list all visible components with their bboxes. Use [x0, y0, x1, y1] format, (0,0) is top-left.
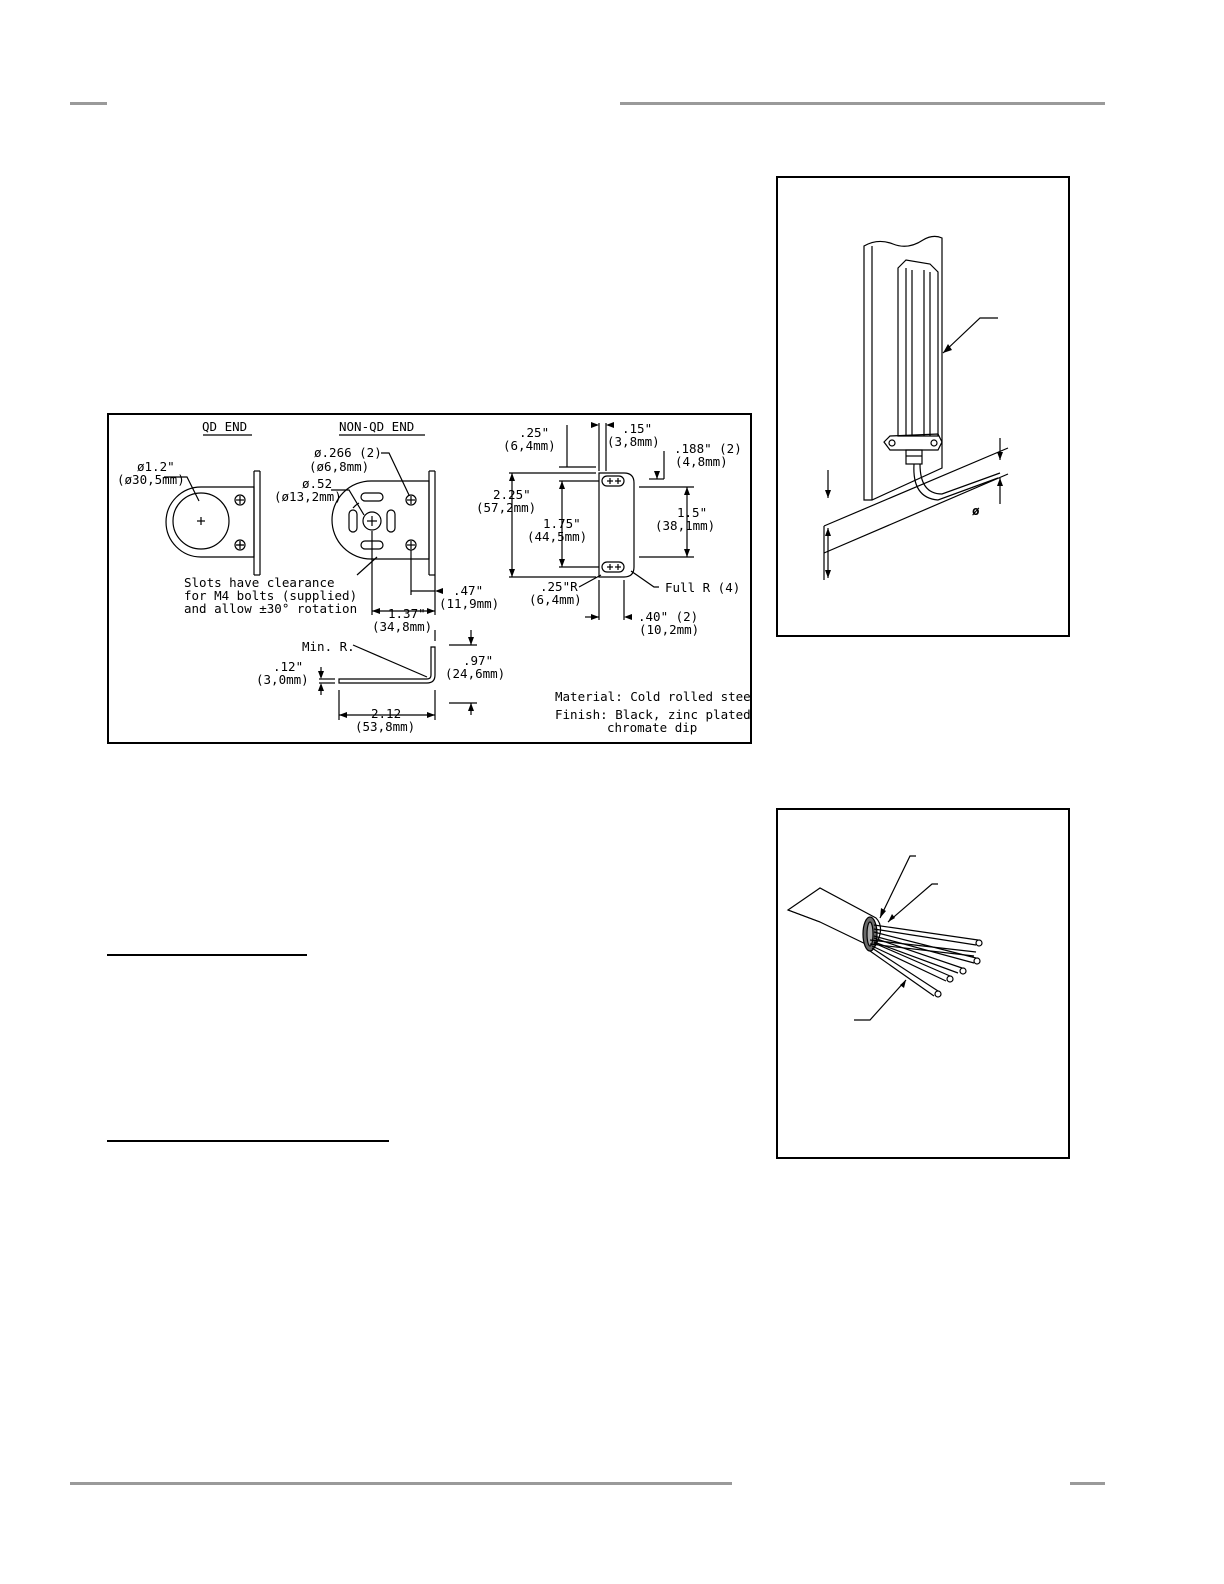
dimension-label: .25"R: [540, 579, 578, 594]
dimension-label: .97": [463, 653, 493, 668]
dimension-label: .15": [622, 421, 652, 436]
dimension-label: (ø30,5mm): [117, 472, 185, 487]
dimension-label: (11,9mm): [439, 596, 499, 611]
section-heading-underline-2: [107, 1140, 389, 1142]
sensor-housing: [897, 259, 939, 437]
section-heading-underline-1: [107, 954, 307, 956]
dimension-label: (38,1mm): [655, 518, 715, 533]
dimension-label: (34,8mm): [372, 619, 432, 634]
dimension-label: Material: Cold rolled steel: [555, 689, 750, 704]
qd-end-outline: [165, 486, 255, 558]
dimension-label: .25": [519, 425, 549, 440]
header-rule-right: [620, 102, 1105, 105]
sensor-cable: [913, 463, 999, 501]
cable-figure: [776, 808, 1070, 1159]
bracket-flat-pattern: [598, 472, 635, 578]
dimension-label: (ø6,8mm): [309, 459, 369, 474]
dimension-label: .188" (2): [674, 441, 742, 456]
dimension-label: (3,0mm): [256, 672, 309, 687]
dimension-label: (44,5mm): [527, 529, 587, 544]
dimension-label: (24,6mm): [445, 666, 505, 681]
dimension-label: (ø13,2mm): [274, 489, 342, 504]
dimension-label: chromate dip: [607, 720, 697, 735]
dimension-label: ø1.2": [137, 459, 175, 474]
dimension-label: (10,2mm): [639, 622, 699, 637]
dimension-label: and allow ±30° rotation: [184, 601, 357, 616]
header-rule-left: [70, 102, 107, 105]
dimension-label: 2.12: [371, 706, 401, 721]
dimension-label: .40" (2): [638, 609, 698, 624]
dimension-label: (6,4mm): [529, 592, 582, 607]
dimension-label: .12": [273, 659, 303, 674]
dimension-label: Finish: Black, zinc plated,: [555, 707, 750, 722]
dimension-label: .47": [453, 583, 483, 598]
mounting-wall: [863, 235, 943, 501]
dimension-label: (3,8mm): [607, 434, 660, 449]
dimension-label: (53,8mm): [355, 719, 415, 734]
dimension-label: for M4 bolts (supplied): [184, 588, 357, 603]
dimension-label: (57,2mm): [476, 500, 536, 515]
dimension-label: 1.5": [677, 505, 707, 520]
dimension-label: (4,8mm): [675, 454, 728, 469]
dimension-label: 1.75": [543, 516, 581, 531]
dimension-label: ø.266 (2): [314, 445, 382, 460]
dimension-label: Full R (4): [665, 580, 740, 595]
cable-wires: [869, 924, 983, 998]
mounting-figure: ø: [776, 176, 1070, 637]
dimension-label: Min. R.: [302, 639, 355, 654]
dimension-label: ø.52: [302, 476, 332, 491]
non-qd-end-outline: [331, 480, 430, 560]
qd-end-hole: [172, 492, 230, 550]
dimension-label: 1.37": [388, 606, 426, 621]
dimension-label: 2.25": [493, 487, 531, 502]
footer-rule-right: [1070, 1482, 1105, 1485]
non-qd-end-title: NON-QD END: [339, 419, 414, 434]
footer-rule-left: [70, 1482, 732, 1485]
diameter-symbol: ø: [972, 503, 980, 518]
center-hole: [362, 511, 382, 531]
dimension-label: (6,4mm): [503, 438, 556, 453]
dimension-label: Slots have clearance: [184, 575, 335, 590]
bracket-dimension-drawing: QD END NON-QD END ø1.2" (ø30,5mm) ø.266 …: [107, 413, 758, 744]
qd-end-title: QD END: [202, 419, 247, 434]
bracket-side-profile: [338, 646, 436, 684]
